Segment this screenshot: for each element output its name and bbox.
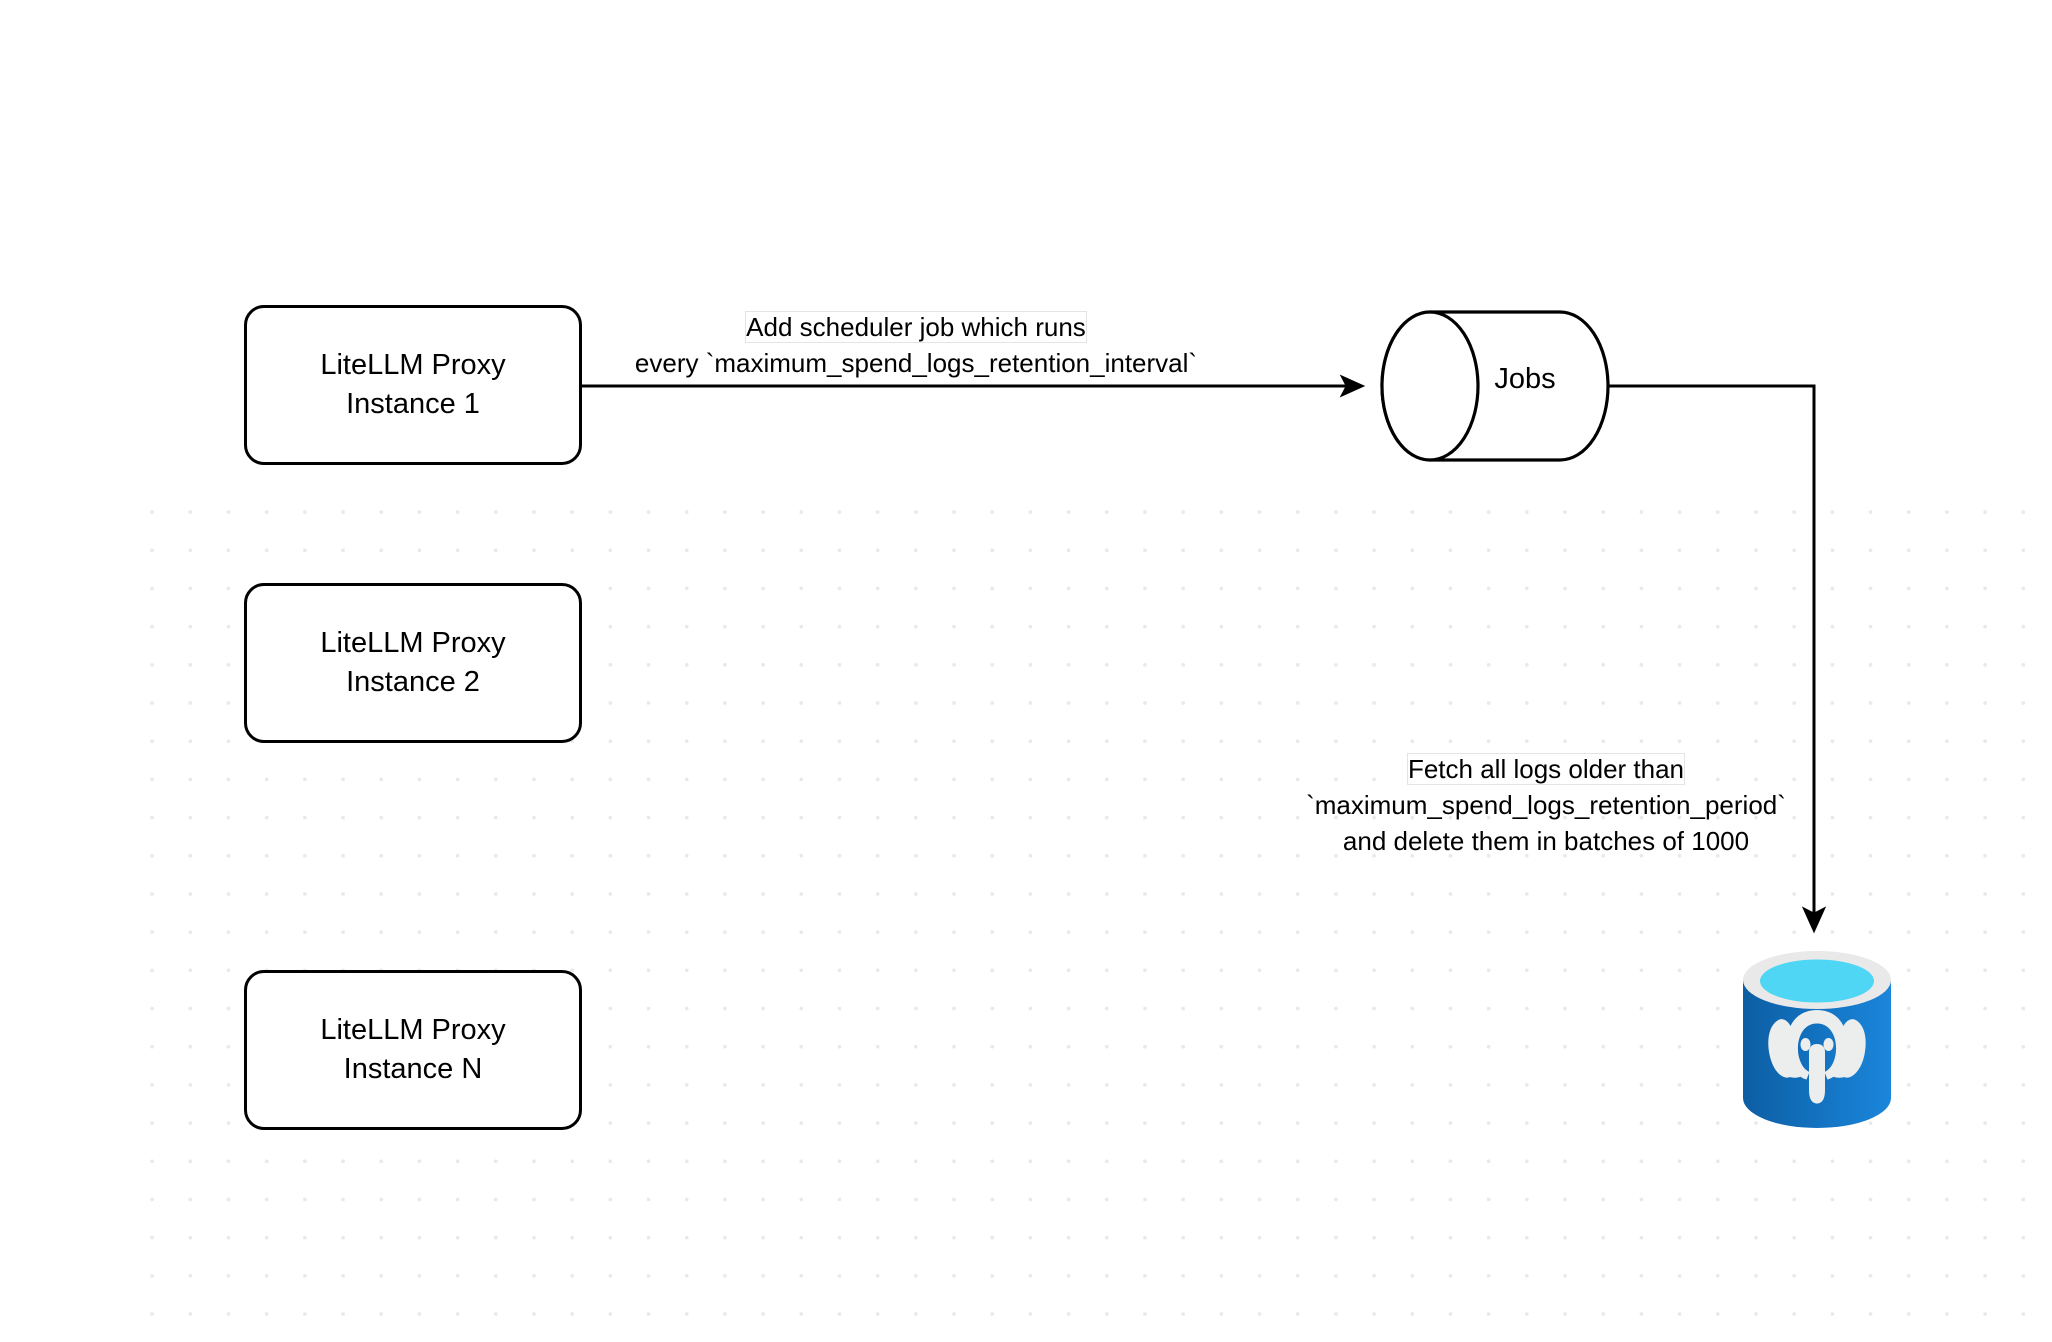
edge-label-fetch-line3: and delete them in batches of 1000 — [1342, 825, 1750, 856]
node-label-line1: LiteLLM Proxy — [320, 349, 506, 382]
node-label-line2: Instance N — [343, 1053, 483, 1085]
node-litellm-proxy-instance-1[interactable]: LiteLLM Proxy Instance 1 — [244, 305, 582, 465]
node-litellm-proxy-instance-2[interactable]: LiteLLM Proxy Instance 2 — [244, 583, 582, 743]
edge-label-scheduler-line1: Add scheduler job which runs — [746, 312, 1086, 342]
postgresql-database-icon — [1743, 951, 1891, 1128]
node-label-line2: Instance 2 — [346, 666, 480, 698]
node-label-jobs: Jobs — [1494, 363, 1556, 395]
edge-label-scheduler: Add scheduler job which runs every `maxi… — [556, 310, 1276, 382]
edge-label-fetch-line1: Fetch all logs older than — [1407, 754, 1685, 784]
node-label-line1: LiteLLM Proxy — [320, 627, 506, 660]
node-label-line1: LiteLLM Proxy — [320, 1014, 506, 1047]
edge-label-fetch: Fetch all logs older than `maximum_spend… — [1236, 752, 1856, 860]
postgres-elephant-glyph — [1768, 1010, 1866, 1104]
jobs-cylinder-shape — [1380, 310, 1610, 462]
edge-label-fetch-line2: `maximum_spend_logs_retention_period` — [1306, 789, 1786, 820]
node-litellm-proxy-instance-n[interactable]: LiteLLM Proxy Instance N — [244, 970, 582, 1130]
node-label-line2: Instance 1 — [346, 388, 480, 420]
edge-label-scheduler-line2: every `maximum_spend_logs_retention_inte… — [634, 347, 1198, 378]
edge-fetch-line — [1608, 384, 1827, 934]
